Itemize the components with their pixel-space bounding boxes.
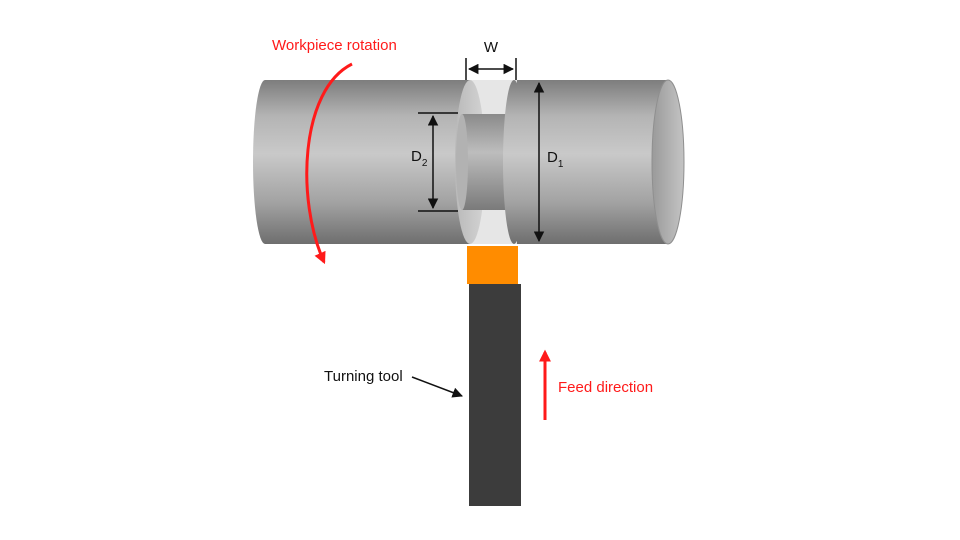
tool-insert: [467, 246, 518, 284]
rotation-arrow: [305, 62, 353, 265]
groove-core-face: [456, 114, 468, 210]
turning-tool: [467, 246, 521, 506]
tool-leader-arrow: [411, 376, 463, 398]
workpiece-left-body: [253, 80, 470, 244]
workpiece-right-body: [517, 80, 668, 244]
label-feed-direction: Feed direction: [558, 379, 653, 396]
tool-shank: [469, 284, 521, 506]
rotation-annotation: Workpiece rotation: [272, 37, 397, 265]
dimension-w: W: [465, 39, 517, 80]
tool-annotation: Turning tool: [324, 368, 463, 398]
workpiece-end-face: [651, 79, 685, 245]
label-d2: D2: [411, 148, 428, 169]
label-workpiece-rotation: Workpiece rotation: [272, 37, 397, 54]
label-d1: D1: [547, 149, 564, 170]
label-w: W: [484, 39, 499, 56]
dimension-d1: D1: [533, 81, 564, 243]
groove-right-face: [503, 80, 525, 244]
label-turning-tool: Turning tool: [324, 368, 403, 385]
dimension-d2: D2: [411, 112, 458, 212]
feed-annotation: Feed direction: [539, 349, 653, 420]
